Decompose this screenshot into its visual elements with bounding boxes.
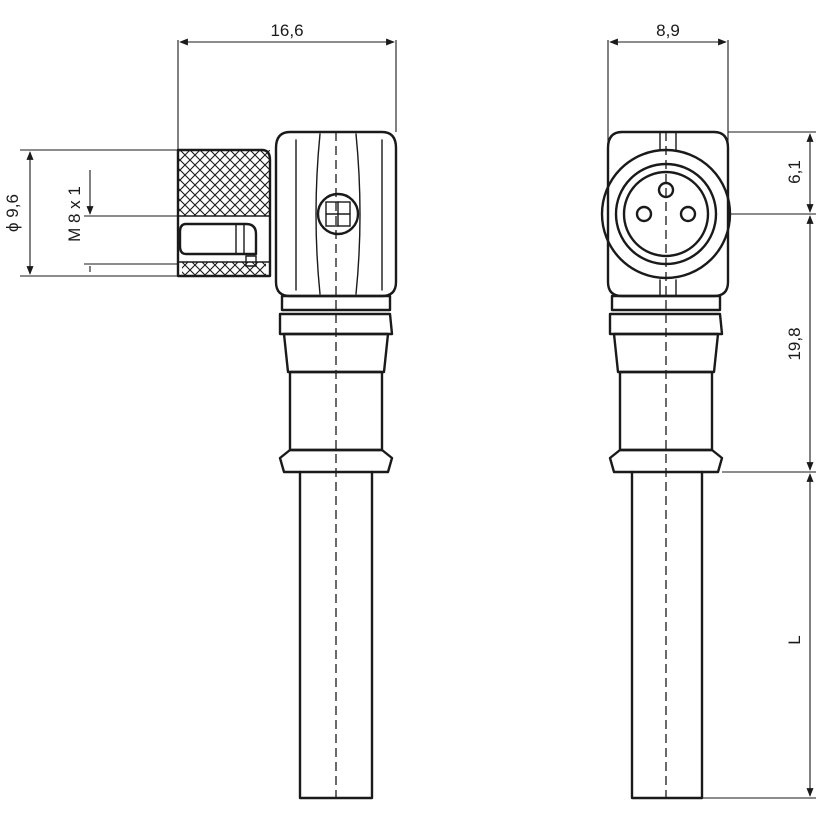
dimension-label-top-offset: 6,1 xyxy=(785,160,804,184)
knurled-nut xyxy=(176,148,272,278)
front-strain-relief xyxy=(608,294,724,474)
dimension-label-body-length: 19,8 xyxy=(785,327,804,360)
dimension-right-width: 8,9 xyxy=(607,21,729,148)
dimension-label-left-width: 16,6 xyxy=(270,21,303,40)
front-view xyxy=(600,130,732,800)
dimension-diameter: ϕ 9,6 xyxy=(3,149,178,277)
front-housing xyxy=(606,130,730,298)
front-cable xyxy=(630,470,704,800)
dimension-label-right-width: 8,9 xyxy=(656,21,680,40)
strain-relief xyxy=(278,294,394,474)
dimension-label-cable-length: L xyxy=(785,635,804,644)
dimension-label-thread: M 8 x 1 xyxy=(65,186,84,242)
dimension-thread: M 8 x 1 xyxy=(65,170,178,272)
dimension-cable-length: L xyxy=(702,473,816,799)
angled-housing xyxy=(274,130,398,298)
dimension-label-diameter: ϕ 9,6 xyxy=(3,194,22,232)
dimension-body-length: 19,8 xyxy=(722,215,816,473)
dimension-top-offset: 6,1 xyxy=(728,131,816,215)
side-view xyxy=(176,130,398,800)
dimension-left-width: 16,6 xyxy=(177,21,397,150)
